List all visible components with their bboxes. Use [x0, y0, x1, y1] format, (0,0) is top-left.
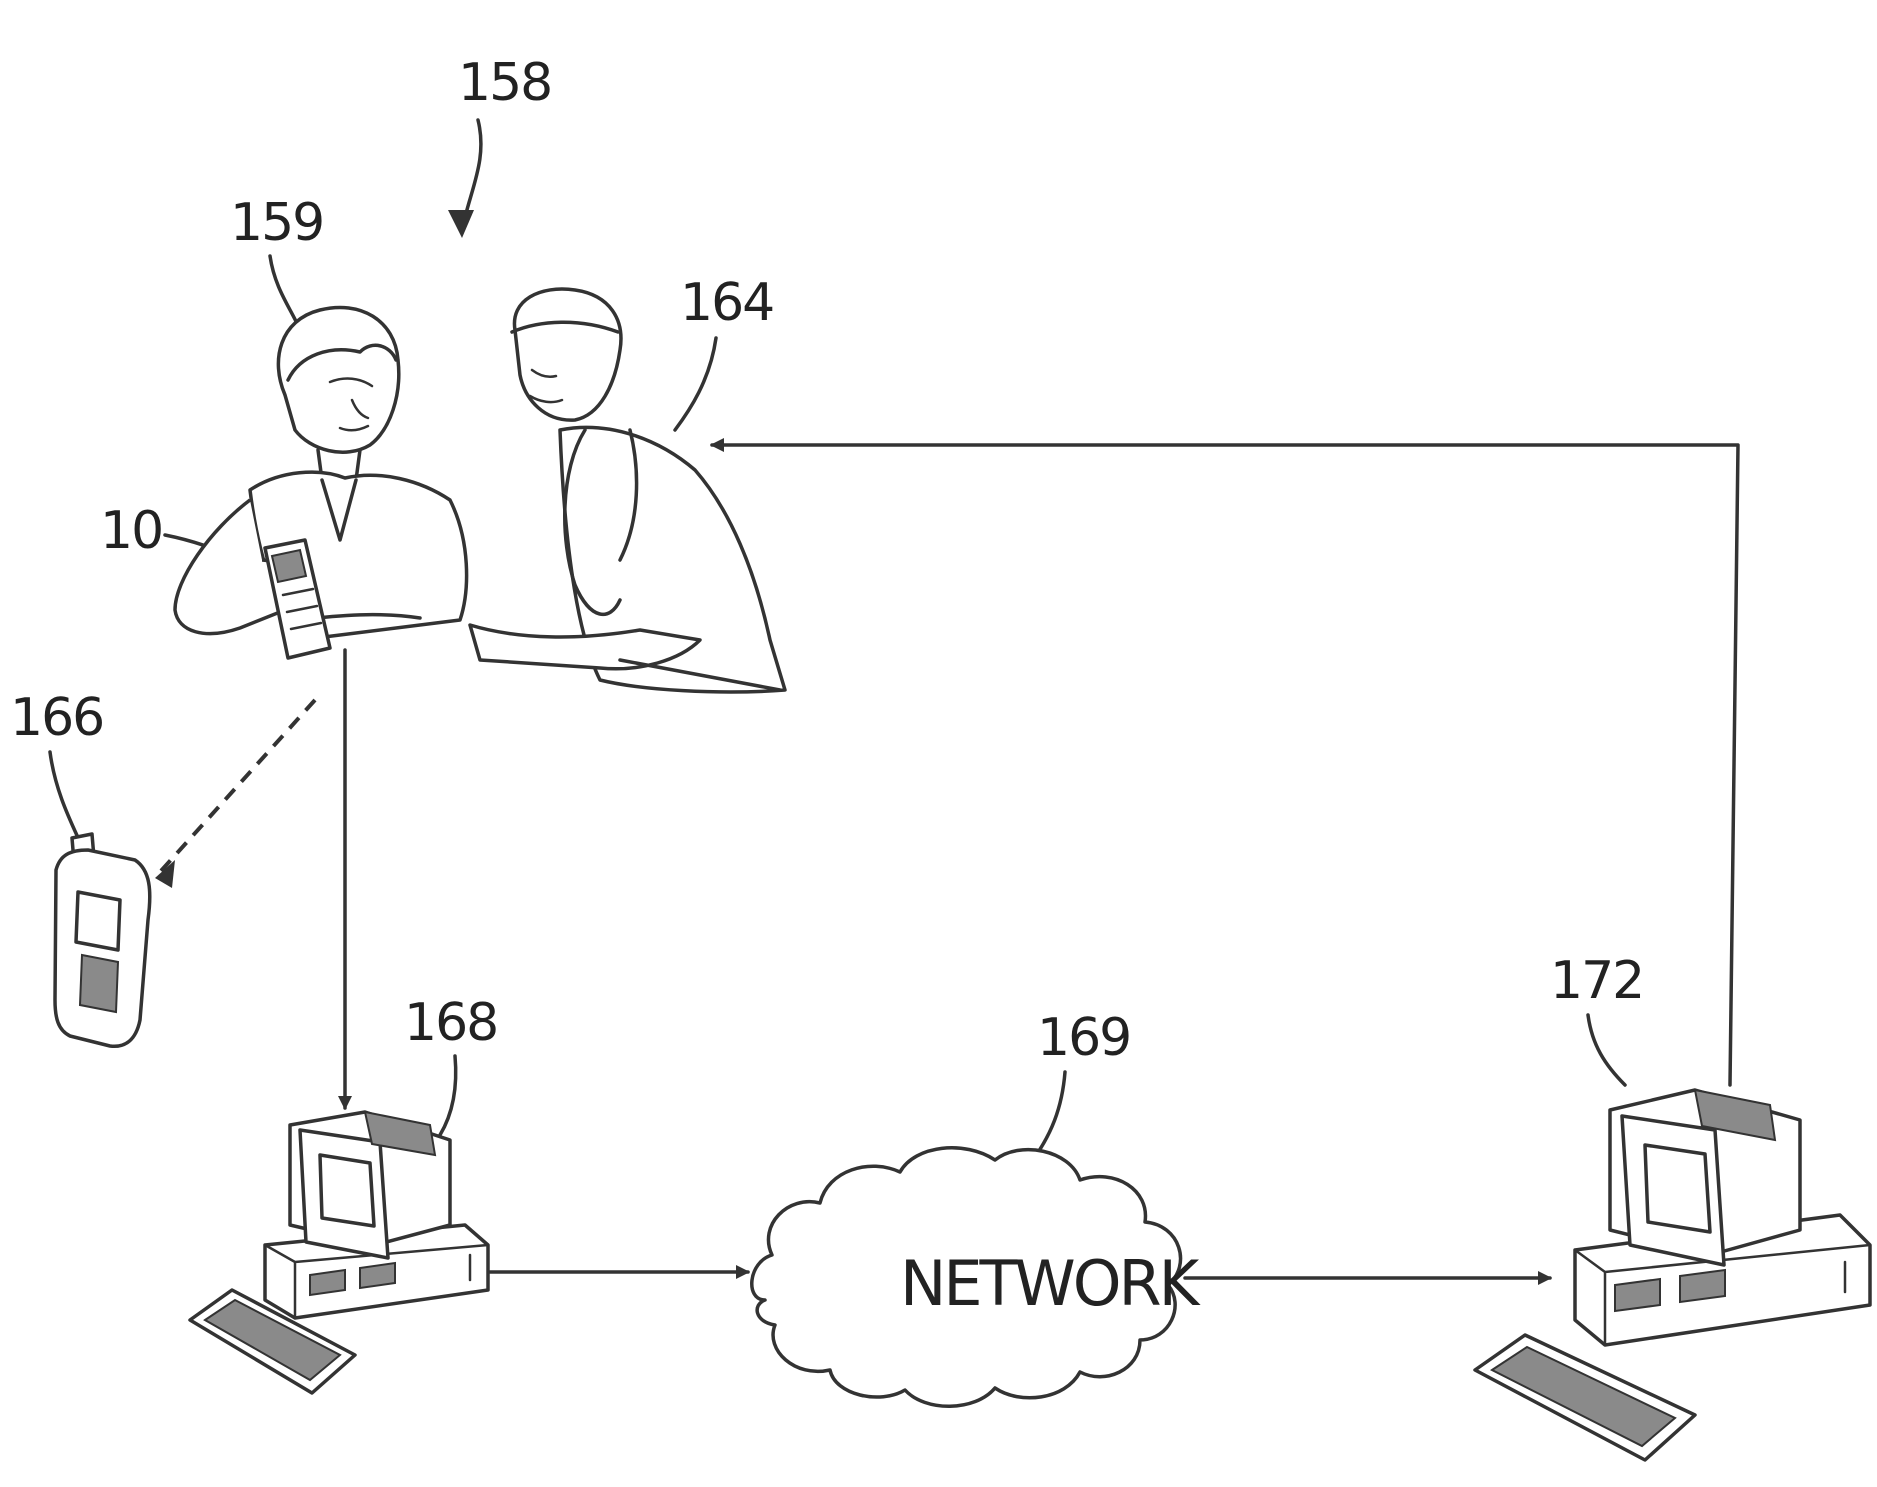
network-label: NETWORK [900, 1247, 1201, 1320]
label-169: 169 [1037, 1008, 1130, 1068]
leader-158-arrowhead [448, 210, 474, 238]
local-computer-168 [190, 1112, 488, 1393]
leader-168 [440, 1056, 456, 1135]
phone-166 [55, 834, 150, 1046]
label-159: 159 [230, 193, 323, 253]
label-166: 166 [10, 688, 103, 748]
label-168: 168 [404, 993, 497, 1053]
leader-159 [270, 256, 300, 330]
label-164: 164 [680, 273, 773, 333]
network-cloud: NETWORK [752, 1148, 1201, 1406]
wireless-link [160, 700, 315, 872]
leader-164 [675, 338, 716, 430]
physician-figure [470, 289, 785, 692]
leader-169 [1035, 1072, 1065, 1157]
remote-computer-172 [1475, 1090, 1870, 1460]
patient-figure [175, 307, 467, 640]
label-158: 158 [458, 53, 551, 113]
leader-172 [1588, 1015, 1625, 1085]
label-172: 172 [1550, 951, 1643, 1011]
leader-166 [50, 752, 80, 842]
label-10: 10 [100, 501, 162, 561]
